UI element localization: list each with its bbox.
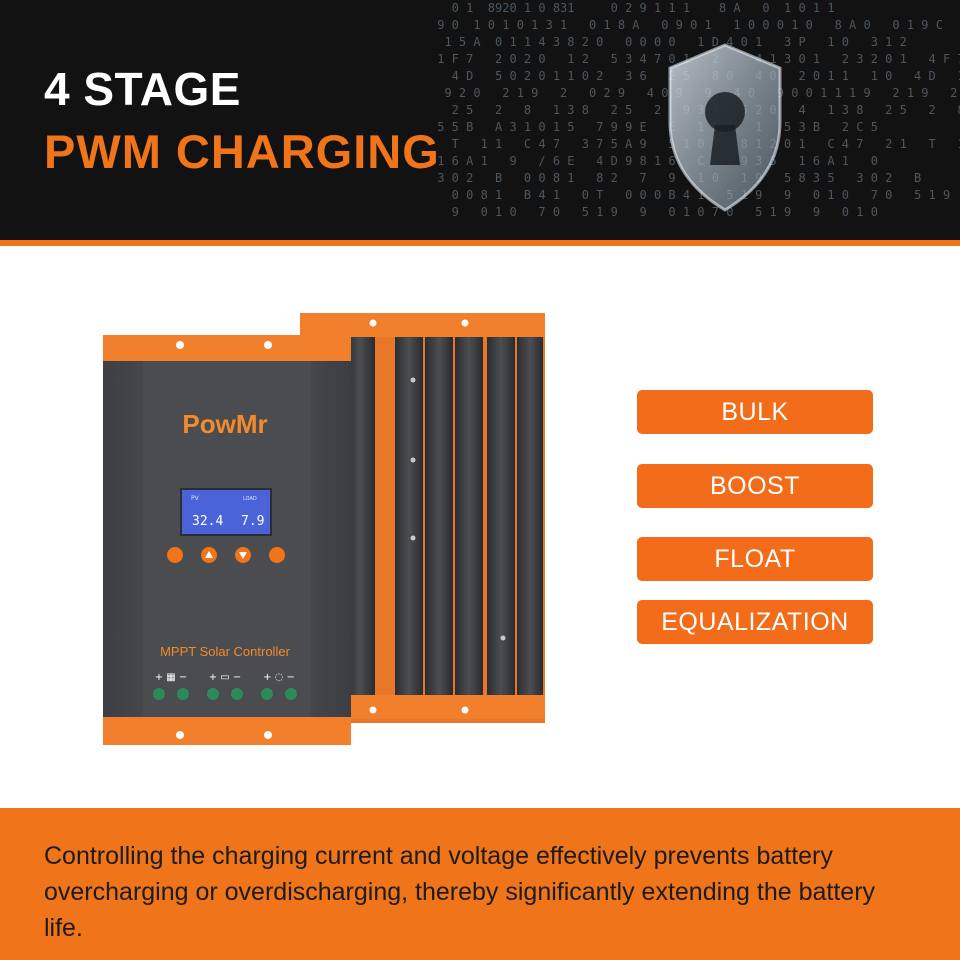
headline-line-2: PWM CHARGING <box>44 125 440 178</box>
stage-equalization: EQUALIZATION <box>637 600 873 644</box>
header-divider <box>0 240 960 246</box>
headline-line-1: 4 STAGE <box>44 63 241 115</box>
svg-text:+ ▦ −: + ▦ − <box>155 672 188 683</box>
svg-text:+ ▭ −: + ▭ − <box>209 672 242 683</box>
brand-logo: PowMr <box>182 409 267 439</box>
lcd-left-value: 32.4 <box>192 514 223 529</box>
lcd-right-value: 7.9 <box>241 514 264 529</box>
up-arrow-icon <box>205 551 213 558</box>
down-arrow-icon <box>239 552 247 559</box>
product-label: MPPT Solar Controller <box>160 644 290 659</box>
stage-bulk: BULK <box>637 390 873 434</box>
solar-controller-product-image: PowMr PV LOAD 32.4 7.9 MPPT Solar Contro… <box>103 313 545 745</box>
enter-button <box>269 547 285 563</box>
terminal-block: + ▦ − + ▭ − + ◌ − <box>153 672 297 700</box>
security-shield-icon <box>668 43 782 212</box>
stage-boost: BOOST <box>637 464 873 508</box>
header-banner: 0 1 8920 1 0 831 0 2 9 1 1 1 8 A 0 1 0 1… <box>0 0 960 240</box>
svg-text:+ ◌ −: + ◌ − <box>263 672 295 683</box>
lcd-load-caption: LOAD <box>243 496 257 502</box>
footer-banner: Controlling the charging current and vol… <box>0 808 960 960</box>
controller-body: PowMr PV LOAD 32.4 7.9 MPPT Solar Contro… <box>103 335 351 745</box>
lcd-pv-caption: PV <box>191 495 200 502</box>
footer-description: Controlling the charging current and vol… <box>44 842 876 942</box>
stage-float: FLOAT <box>637 537 873 581</box>
page-esc-button <box>167 547 183 563</box>
